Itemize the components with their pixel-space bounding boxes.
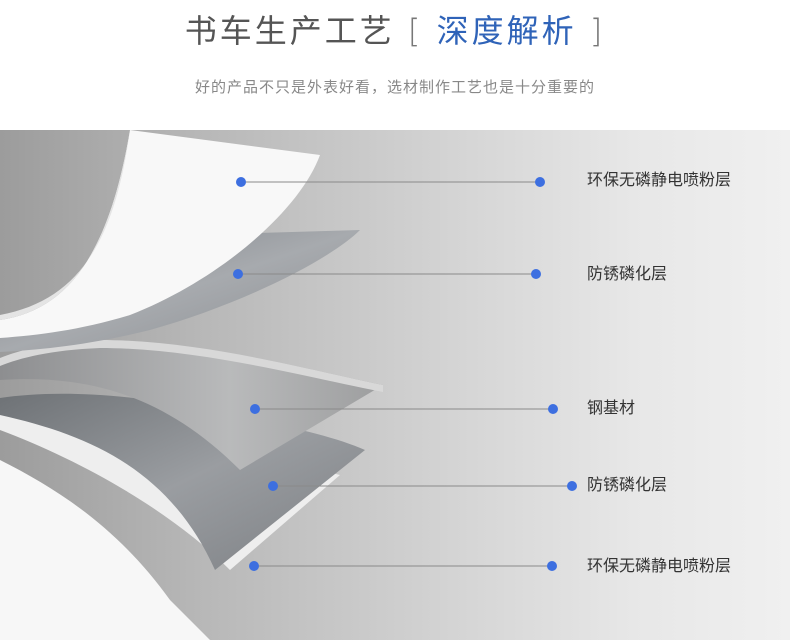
- callout-dot-5-end: [547, 561, 557, 571]
- title-bracket-close: ]: [590, 12, 605, 50]
- callout-dot-4-start: [268, 481, 278, 491]
- callout-dot-5-start: [249, 561, 259, 571]
- callout-dot-3-end: [548, 404, 558, 414]
- title-bracket-open: [: [408, 12, 423, 50]
- title-main: 书车生产工艺: [185, 12, 395, 50]
- callout-dot-2-end: [531, 269, 541, 279]
- layer-label-5: 环保无磷静电喷粉层: [587, 556, 731, 576]
- layer-label-2: 防锈磷化层: [587, 264, 667, 284]
- header: 书车生产工艺 [ 深度解析 ] 好的产品不只是外表好看，选材制作工艺也是十分重要…: [0, 0, 790, 130]
- layer-label-4: 防锈磷化层: [587, 475, 667, 495]
- callout-dot-1-start: [236, 177, 246, 187]
- page-subtitle: 好的产品不只是外表好看，选材制作工艺也是十分重要的: [0, 76, 790, 97]
- callout-dot-3-start: [250, 404, 260, 414]
- callout-dot-2-start: [233, 269, 243, 279]
- layer-label-1: 环保无磷静电喷粉层: [587, 170, 731, 190]
- callout-dot-1-end: [535, 177, 545, 187]
- callout-dot-4-end: [567, 481, 577, 491]
- title-accent: 深度解析: [437, 12, 577, 50]
- layer-label-3: 钢基材: [587, 398, 635, 418]
- page-title: 书车生产工艺 [ 深度解析 ]: [0, 8, 790, 54]
- layer-diagram-panel: 环保无磷静电喷粉层 防锈磷化层 钢基材 防锈磷化层 环保无磷静电喷粉层: [0, 130, 790, 640]
